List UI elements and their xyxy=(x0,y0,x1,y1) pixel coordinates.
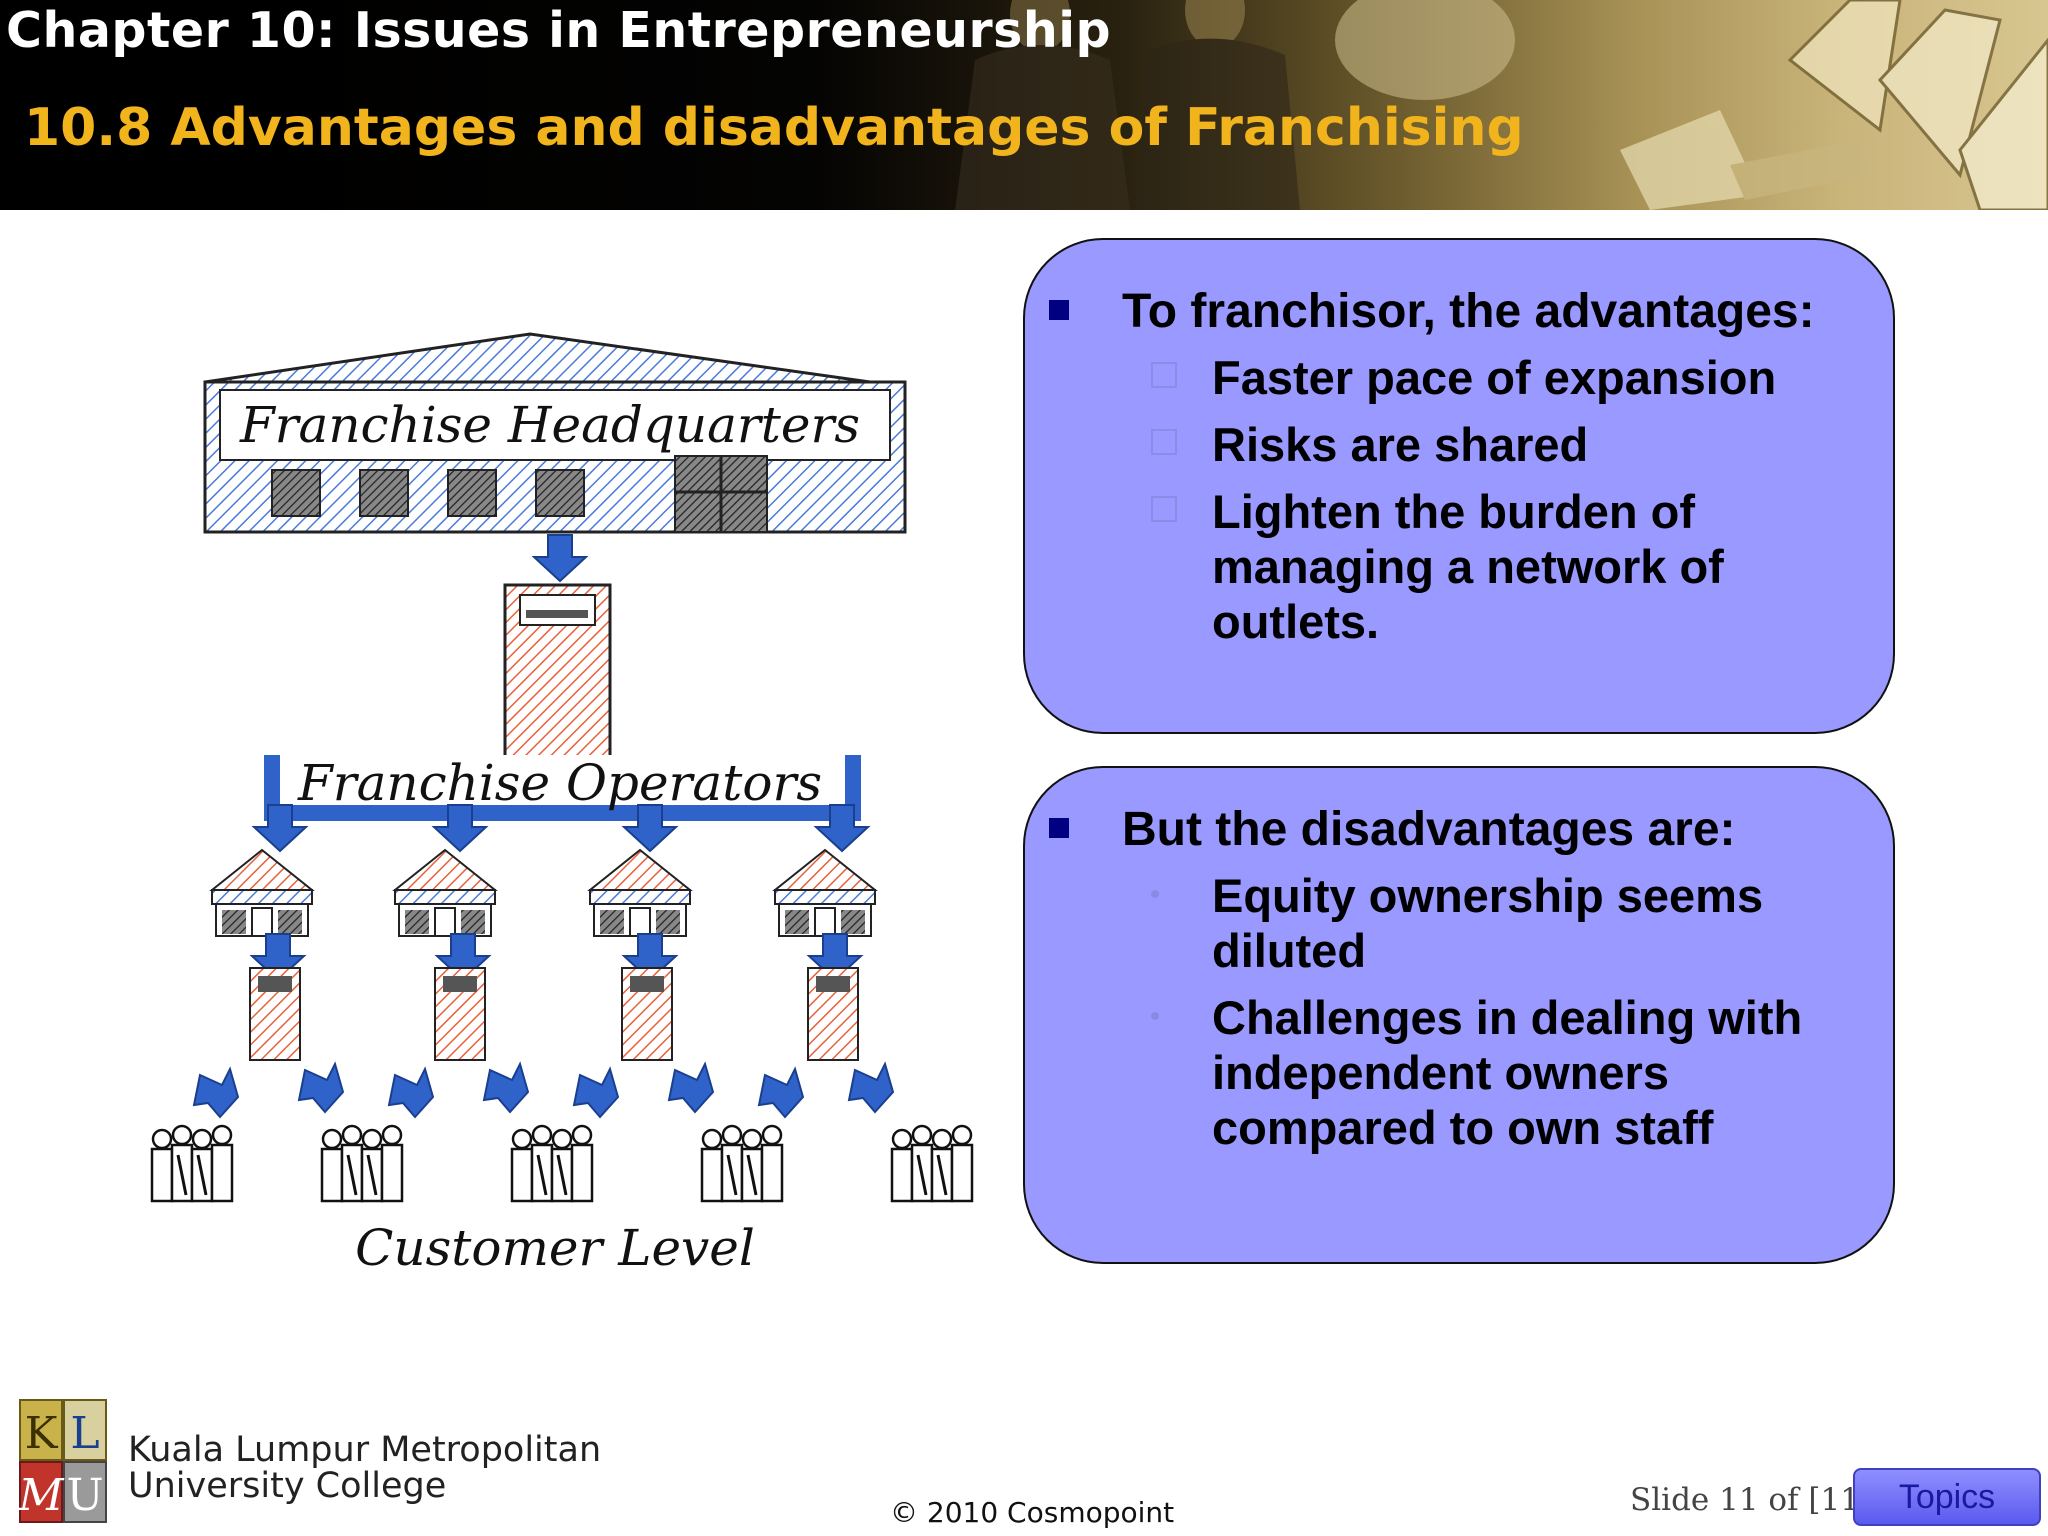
advantages-box: To franchisor, the advantages: Faster pa… xyxy=(1023,238,1895,734)
headquarters-label: Franchise Headquarters xyxy=(239,396,860,454)
square-bullet-icon xyxy=(1049,300,1069,320)
list-item: Equity ownership seems diluted xyxy=(1025,868,1875,978)
dot-bullet-icon xyxy=(1151,1012,1159,1020)
advantages-list: Faster pace of expansion Risks are share… xyxy=(1025,350,1875,661)
disadvantages-heading: But the disadvantages are: xyxy=(1122,803,1736,856)
list-item: Challenges in dealing with independent o… xyxy=(1025,990,1875,1155)
hollow-square-bullet-icon xyxy=(1151,496,1177,522)
list-item: Risks are shared xyxy=(1025,417,1875,472)
list-item: Faster pace of expansion xyxy=(1025,350,1875,405)
outlet-shops xyxy=(211,849,876,937)
hollow-square-bullet-icon xyxy=(1151,429,1177,455)
square-bullet-icon xyxy=(1049,818,1069,838)
customer-arrows xyxy=(193,1063,894,1118)
svg-text:U: U xyxy=(66,1470,103,1521)
slide-header: Chapter 10: Issues in Entrepreneurship 1… xyxy=(0,0,2048,210)
operators-bracket xyxy=(253,755,869,852)
svg-text:L: L xyxy=(70,1408,99,1459)
copyright-notice: © 2010 Cosmopoint xyxy=(890,1496,1175,1529)
outlet-documents xyxy=(249,967,859,1061)
section-title: 10.8 Advantages and disadvantages of Fra… xyxy=(24,98,1524,158)
disadvantages-list: Equity ownership seems diluted Challenge… xyxy=(1025,868,1875,1167)
dot-bullet-icon xyxy=(1151,890,1159,898)
headquarters-building xyxy=(203,332,907,534)
customer-level-label: Customer Level xyxy=(355,1219,755,1277)
operators-label: Franchise Operators xyxy=(297,754,822,812)
advantages-heading: To franchisor, the advantages: xyxy=(1122,285,1815,338)
svg-text:K: K xyxy=(25,1408,59,1459)
list-item: Lighten the burden of managing a network… xyxy=(1025,484,1875,649)
franchise-structure-diagram: Franchise Headquarters Franchise Operato… xyxy=(150,332,974,1277)
hollow-square-bullet-icon xyxy=(1151,362,1177,388)
customer-crowds xyxy=(150,1124,974,1203)
disadvantages-box: But the disadvantages are: Equity owners… xyxy=(1023,766,1895,1264)
chapter-title: Chapter 10: Issues in Entrepreneurship xyxy=(6,2,1112,59)
business-photo-banner xyxy=(0,0,2048,210)
klmu-logo: K L M U xyxy=(18,1399,107,1523)
topics-button[interactable]: Topics xyxy=(1853,1468,2041,1526)
agreement-document-icon xyxy=(503,583,612,777)
slide-indicator: Slide 11 of [11] xyxy=(1630,1482,1873,1518)
svg-text:M: M xyxy=(18,1470,64,1521)
